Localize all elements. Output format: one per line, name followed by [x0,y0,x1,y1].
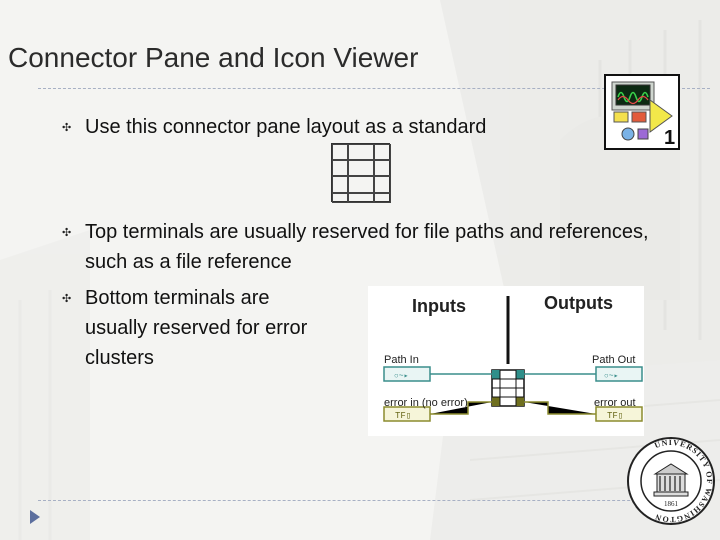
error-in-label: error in (no error) [384,397,468,409]
bullet-marker-icon [62,218,71,248]
bullet-marker-icon [62,284,71,314]
terminal-cell [348,193,374,203]
terminal-cell [374,193,391,203]
university-seal-logo: UNIVERSITY OF WASHINGTON 1861 [627,437,715,525]
svg-text:TF▯: TF▯ [395,411,411,421]
bullet-text: Top terminals are usually reserved for f… [85,221,649,273]
error-out-label: error out [594,397,636,409]
terminal-cell [332,144,348,160]
terminal-cell [348,144,374,160]
bullet-marker-icon [62,113,71,143]
outputs-label: Outputs [544,293,613,313]
terminal-cell [332,160,348,176]
path-out-terminal-icon [595,366,643,382]
footer-divider [38,500,710,501]
icon-badge: 1 [664,127,675,148]
seal-year: 1861 [664,500,679,508]
bullet-text: Bottom terminals are usually reserved fo… [85,287,308,369]
path-in-label: Path In [384,354,419,366]
vi-icon: 1 [604,74,680,150]
terminal-cell [332,176,348,193]
mini-connector-pane [491,369,525,407]
vi-icon-graphic: 1 [606,76,678,148]
terminal-cell [374,176,391,193]
connector-pane-pattern [331,143,391,203]
next-slide-arrow-icon[interactable] [30,510,40,524]
svg-text:○~▸: ○~▸ [394,372,408,381]
svg-text:○~▸: ○~▸ [604,372,618,381]
title-divider [38,88,710,89]
io-diagram: ○~▸ TF▯ ○~▸ TF▯ [383,296,643,422]
svg-text:TF▯: TF▯ [607,411,623,421]
bullet-bottom-terminals: Bottom terminals are usually reserved fo… [85,283,330,373]
path-out-label: Path Out [592,354,636,366]
slide-title: Connector Pane and Icon Viewer [8,42,419,73]
terminal-cell [348,160,374,176]
bullet-text: Use this connector pane layout as a stan… [85,116,487,138]
bullet-top-terminals: Top terminals are usually reserved for f… [85,217,665,277]
terminal-cell [374,160,391,176]
terminal-cell [374,144,391,160]
terminal-cell [332,193,348,203]
bullet-connector-standard: Use this connector pane layout as a stan… [85,112,585,142]
inputs-label: Inputs [412,296,466,316]
terminal-cell [348,176,374,193]
